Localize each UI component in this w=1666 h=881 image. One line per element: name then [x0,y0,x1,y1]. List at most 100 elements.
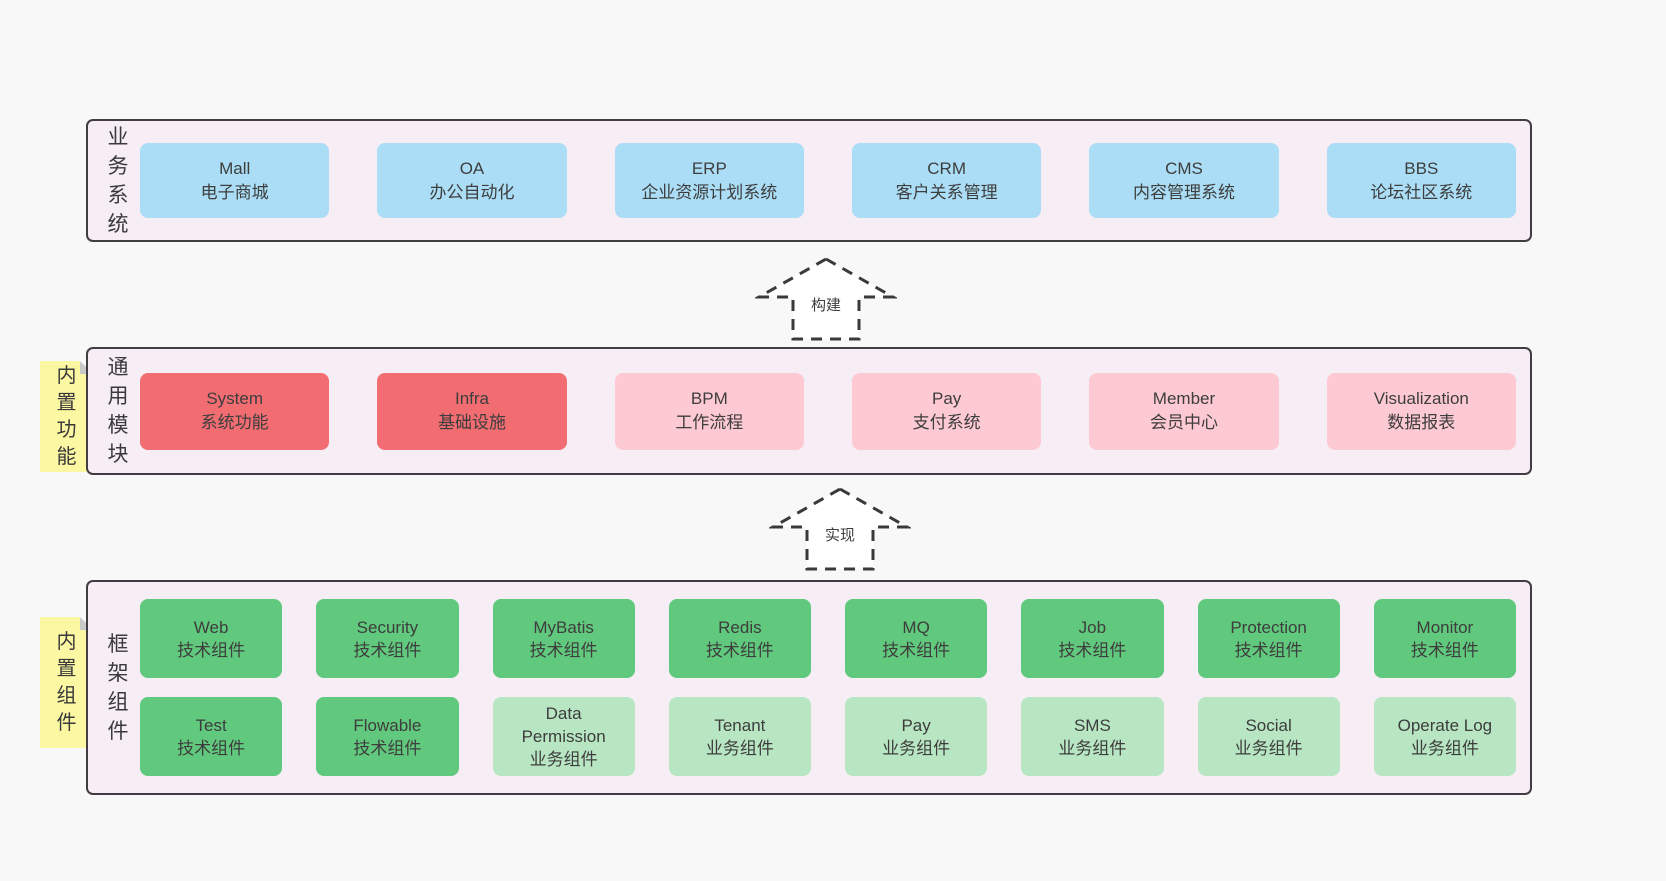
box-subtitle: 企业资源计划系统 [641,182,778,202]
box-mybatis: MyBatis 技术组件 [492,599,635,678]
sticky-note-text: 内置功能 [56,364,77,468]
common-modules-row: System 系统功能 Infra 基础设施 BPM 工作流程 Pay 支付系统… [140,349,1530,473]
box-subtitle: 业务组件 [705,738,774,758]
box-crm: CRM 客户关系管理 [851,143,1042,218]
box-tenant: Tenant 业务组件 [668,697,811,776]
sticky-note-text: 内置组件 [56,630,77,734]
box-title: Monitor [1416,617,1474,637]
box-subtitle: 技术组件 [353,738,422,758]
box-subtitle: 技术组件 [1410,640,1479,660]
layer-common-modules: 通用模块 System 系统功能 Infra 基础设施 BPM 工作流程 Pay… [86,347,1532,475]
box-erp: ERP 企业资源计划系统 [614,143,804,218]
box-system: System 系统功能 [140,372,330,450]
box-cms: CMS 内容管理系统 [1089,143,1279,218]
box-title: MyBatis [533,617,594,637]
technical-components-row: Web 技术组件 Security 技术组件 MyBatis 技术组件 Redi… [140,599,1516,678]
box-title: Web [193,617,229,637]
layer-label-framework-components: 框架组件 [106,582,130,793]
box-subtitle: 客户关系管理 [895,182,998,202]
box-subtitle: 技术组件 [353,640,422,660]
box-subtitle: 业务组件 [1234,738,1303,758]
box-subtitle: 业务组件 [1058,738,1127,758]
box-subtitle: 工作流程 [675,413,744,432]
box-title: Tenant [714,715,766,735]
box-title: Redis [718,617,762,637]
box-subtitle: 技术组件 [177,640,246,660]
box-web: Web 技术组件 [140,599,283,678]
box-title: Data Permission [521,704,606,746]
box-subtitle: 数据报表 [1387,413,1456,432]
business-components-row: Test 技术组件 Flowable 技术组件 Data Permission … [140,697,1516,776]
box-title: Social [1245,715,1292,735]
layer-label-text: 通用模块 [107,356,129,466]
box-subtitle: 会员中心 [1149,413,1218,432]
box-title: SMS [1073,715,1111,735]
box-title: MQ [902,617,930,637]
arrow-label-build: 构建 [807,294,845,315]
layer-label-common-modules: 通用模块 [106,349,130,473]
box-title: Operate Log [1397,715,1493,735]
box-mq: MQ 技术组件 [845,599,988,678]
box-title: Flowable [353,715,422,735]
box-pay-business: Pay 业务组件 [845,697,988,776]
box-title: Infra [454,389,489,408]
box-job: Job 技术组件 [1021,599,1164,678]
box-subtitle: 支付系统 [912,413,981,432]
box-subtitle: 技术组件 [529,640,598,660]
box-title: Pay [932,389,962,408]
layer-framework-components: 框架组件 Web 技术组件 Security 技术组件 MyBatis 技术组件… [86,580,1532,795]
box-title: OA [459,158,485,178]
box-infra: Infra 基础设施 [377,372,567,450]
box-subtitle: 技术组件 [705,640,774,660]
box-security: Security 技术组件 [316,599,459,678]
box-title: ERP [691,158,727,178]
box-data-permission: Data Permission 业务组件 [492,697,635,776]
box-subtitle: 基础设施 [437,413,506,432]
box-bpm: BPM 工作流程 [614,372,804,450]
box-title: Security [356,617,419,637]
box-subtitle: 技术组件 [1234,640,1303,660]
box-subtitle: 内容管理系统 [1132,182,1235,202]
box-subtitle: 办公自动化 [429,182,515,202]
box-mall: Mall 电子商城 [140,143,330,218]
box-title: BPM [690,389,728,408]
box-bbs: BBS 论坛社区系统 [1326,143,1516,218]
box-title: CRM [927,158,966,178]
box-oa: OA 办公自动化 [377,143,567,218]
box-title: Pay [901,715,931,735]
box-subtitle: 论坛社区系统 [1370,182,1473,202]
business-systems-row: Mall 电子商城 OA 办公自动化 ERP 企业资源计划系统 CRM 客户关系… [140,121,1530,240]
box-protection: Protection 技术组件 [1197,599,1340,678]
box-operate-log: Operate Log 业务组件 [1373,697,1516,776]
box-title: Member [1152,389,1216,408]
box-subtitle: 技术组件 [177,738,246,758]
layer-label-text: 框架组件 [107,632,129,743]
implement-arrow: 实现 [769,487,911,572]
box-subtitle: 业务组件 [529,750,598,769]
layer-label-business-systems: 业务系统 [106,121,130,240]
arrow-label-implement: 实现 [821,524,859,545]
box-flowable: Flowable 技术组件 [316,697,459,776]
sticky-note-built-in-components: 内置组件 [40,617,93,748]
box-title: Job [1078,617,1107,637]
box-visualization: Visualization 数据报表 [1326,372,1516,450]
box-sms: SMS 业务组件 [1021,697,1164,776]
box-title: Test [195,715,227,735]
box-test: Test 技术组件 [140,697,283,776]
box-subtitle: 业务组件 [1410,738,1479,758]
box-subtitle: 系统功能 [200,413,269,432]
box-title: Visualization [1373,389,1469,408]
box-subtitle: 技术组件 [882,640,951,660]
box-title: System [206,389,263,408]
box-subtitle: 业务组件 [882,738,951,758]
box-subtitle: 技术组件 [1058,640,1127,660]
box-title: BBS [1404,158,1439,178]
layer-business-systems: 业务系统 Mall 电子商城 OA 办公自动化 ERP 企业资源计划系统 CRM… [86,119,1532,242]
box-redis: Redis 技术组件 [668,599,811,678]
box-member: Member 会员中心 [1089,372,1279,450]
box-subtitle: 电子商城 [200,182,269,202]
box-social: Social 业务组件 [1197,697,1340,776]
framework-components-rows: Web 技术组件 Security 技术组件 MyBatis 技术组件 Redi… [140,582,1530,793]
box-monitor: Monitor 技术组件 [1373,599,1516,678]
build-arrow: 构建 [755,257,897,342]
